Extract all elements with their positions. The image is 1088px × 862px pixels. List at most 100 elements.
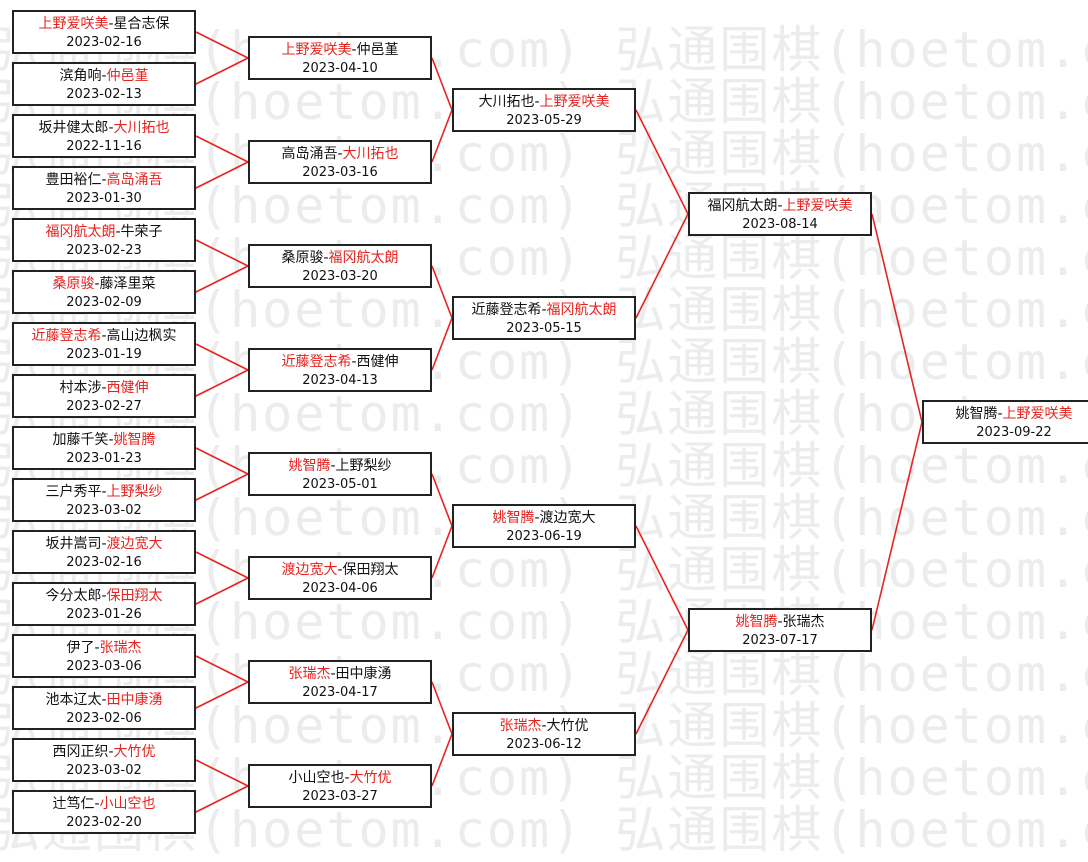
player-1: 张瑞杰: [288, 666, 331, 682]
player-1: 村本涉: [59, 380, 102, 396]
player-2: 渡边宽大: [106, 536, 163, 552]
match-date: 2023-04-06: [302, 581, 378, 596]
connector-line: [195, 135, 249, 163]
connector-line: [431, 317, 453, 371]
match-date: 2023-03-06: [66, 659, 142, 674]
match-date: 2023-05-29: [506, 113, 582, 128]
match-date: 2023-02-16: [66, 35, 142, 50]
match-date: 2023-06-19: [506, 529, 582, 544]
player-2: 田中康湧: [106, 692, 163, 708]
player-2: 大竹优: [546, 718, 589, 734]
match-players: 辻笃仁-小山空也: [14, 794, 194, 814]
match-players: 福冈航太朗-牛荣子: [14, 222, 194, 242]
match-players: 姚智腾-上野梨纱: [250, 456, 430, 476]
player-1: 伊了: [66, 640, 95, 656]
separator: -: [351, 42, 357, 58]
match-date: 2023-02-06: [66, 711, 142, 726]
player-1: 姚智腾: [735, 614, 778, 630]
separator: -: [108, 744, 114, 760]
match-date: 2023-02-23: [66, 243, 142, 258]
match-box: 村本涉-西健伸 2023-02-27: [12, 374, 196, 418]
connector-line: [195, 369, 249, 397]
match-date: 2023-02-16: [66, 555, 142, 570]
player-1: 大川拓也: [478, 94, 535, 110]
connector-line: [871, 213, 923, 423]
connector-line: [195, 785, 249, 813]
match-date: 2023-01-26: [66, 607, 142, 622]
match-date: 2023-03-02: [66, 763, 142, 778]
match-players: 豊田裕仁-高岛涌吾: [14, 170, 194, 190]
match-date: 2023-09-22: [976, 425, 1052, 440]
player-1: 坂井健太郎: [38, 120, 109, 136]
separator: -: [534, 510, 540, 526]
match-players: 三户秀平-上野梨纱: [14, 482, 194, 502]
connector-line: [635, 213, 689, 319]
player-2: 福冈航太朗: [328, 250, 399, 266]
match-date: 2023-03-16: [302, 165, 378, 180]
connector-line: [195, 759, 249, 787]
separator: -: [94, 640, 100, 656]
player-2: 上野爱咲美: [782, 198, 853, 214]
connector-line: [431, 473, 453, 527]
player-1: 张瑞杰: [499, 718, 542, 734]
player-2: 田中康湧: [335, 666, 392, 682]
separator: -: [351, 354, 357, 370]
player-2: 大川拓也: [113, 120, 170, 136]
player-1: 姚智腾: [492, 510, 535, 526]
match-date: 2023-03-20: [302, 269, 378, 284]
connector-line: [195, 239, 249, 267]
player-1: 三户秀平: [45, 484, 102, 500]
match-players: 坂井嵩司-渡边宽大: [14, 534, 194, 554]
match-players: 近藤登志希-西健伸: [250, 352, 430, 372]
player-2: 大川拓也: [342, 146, 399, 162]
separator: -: [330, 458, 336, 474]
match-players: 滨角响-仲邑堇: [14, 66, 194, 86]
separator: -: [997, 406, 1003, 422]
separator: -: [541, 302, 547, 318]
match-date: 2023-02-27: [66, 399, 142, 414]
match-players: 姚智腾-上野爱咲美: [924, 404, 1088, 424]
match-date: 2023-04-10: [302, 61, 378, 76]
player-1: 福冈航太朗: [707, 198, 778, 214]
connector-line: [431, 109, 453, 163]
player-2: 上野梨纱: [335, 458, 392, 474]
match-players: 姚智腾-渡边宽大: [454, 508, 634, 528]
separator: -: [101, 380, 107, 396]
connector-line: [431, 57, 453, 111]
player-2: 牛荣子: [120, 224, 163, 240]
match-players: 高岛涌吾-大川拓也: [250, 144, 430, 164]
connector-line: [431, 525, 453, 579]
match-date: 2022-11-16: [66, 139, 142, 154]
separator: -: [94, 796, 100, 812]
match-players: 桑原骏-藤泽里菜: [14, 274, 194, 294]
match-players: 近藤登志希-福冈航太朗: [454, 300, 634, 320]
player-1: 池本辽太: [45, 692, 102, 708]
separator: -: [101, 328, 107, 344]
separator: -: [337, 146, 343, 162]
match-players: 上野爱咲美-仲邑堇: [250, 40, 430, 60]
separator: -: [115, 224, 121, 240]
player-2: 上野梨纱: [106, 484, 163, 500]
connector-line: [871, 421, 923, 631]
player-2: 西健伸: [106, 380, 149, 396]
separator: -: [108, 120, 114, 136]
separator: -: [101, 172, 107, 188]
player-1: 加藤千笑: [52, 432, 109, 448]
separator: -: [777, 198, 783, 214]
player-1: 姚智腾: [955, 406, 998, 422]
separator: -: [541, 718, 547, 734]
player-2: 小山空也: [99, 796, 156, 812]
player-1: 豊田裕仁: [45, 172, 102, 188]
